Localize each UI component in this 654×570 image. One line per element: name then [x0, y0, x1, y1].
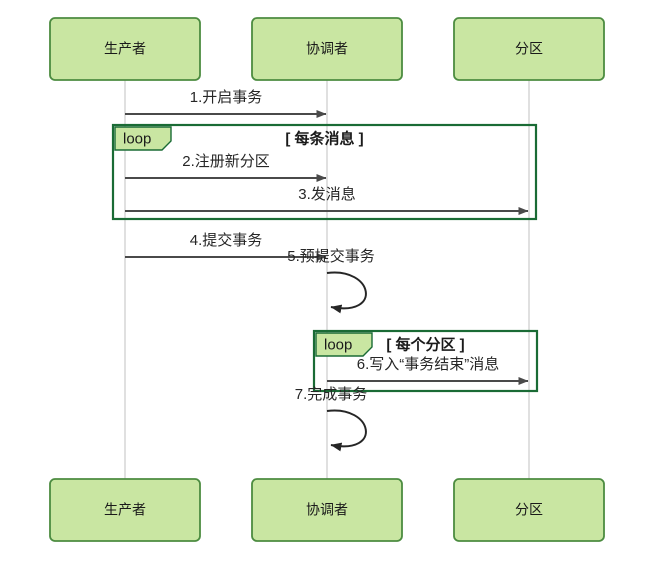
self-message-arrow	[326, 409, 367, 452]
messages-group: 1.开启事务 2.注册新分区 3.发消息 4.提交事务 5.预提交事务 6.写入“事务结束…	[125, 89, 529, 452]
actor-box-partition[interactable]	[453, 17, 605, 81]
message-label: 2.注册新分区	[182, 153, 270, 170]
actor-box-producer[interactable]	[49, 478, 201, 542]
loop-frame	[111, 123, 538, 221]
loop-tag-shape	[315, 332, 373, 357]
message-label: 5.预提交事务	[287, 247, 375, 265]
actor-box-producer[interactable]	[49, 17, 201, 81]
message-label: 6.写入“事务结束”消息	[357, 356, 500, 373]
actor-box-coordinator[interactable]	[251, 478, 403, 542]
actor-label-partition: 分区	[515, 502, 543, 518]
message-label: 4.提交事务	[190, 231, 263, 249]
actor-label-coordinator: 协调者	[306, 41, 348, 57]
message-label: 7.完成事务	[295, 386, 368, 403]
loop-condition-label: [ 每个分区 ]	[386, 335, 464, 353]
loop-tag-label: loop	[123, 130, 151, 147]
loop-tag-shape	[114, 126, 172, 151]
message-label: 1.开启事务	[190, 89, 263, 106]
actor-box-partition[interactable]	[453, 478, 605, 542]
loop-frame	[312, 329, 539, 393]
actor-label-partition: 分区	[515, 41, 543, 57]
actor-label-coordinator: 协调者	[306, 502, 348, 518]
actor-box-coordinator[interactable]	[251, 17, 403, 81]
self-message-arrow	[326, 271, 367, 314]
loop-condition-label: [ 每条消息 ]	[285, 129, 363, 147]
message-label: 3.发消息	[298, 186, 356, 203]
actor-label-producer: 生产者	[104, 41, 146, 57]
actor-label-producer: 生产者	[104, 502, 146, 518]
loop-tag-label: loop	[324, 336, 352, 353]
fragments-group: loop [ 每条消息 ] loop [ 每个分区 ]	[111, 123, 539, 393]
